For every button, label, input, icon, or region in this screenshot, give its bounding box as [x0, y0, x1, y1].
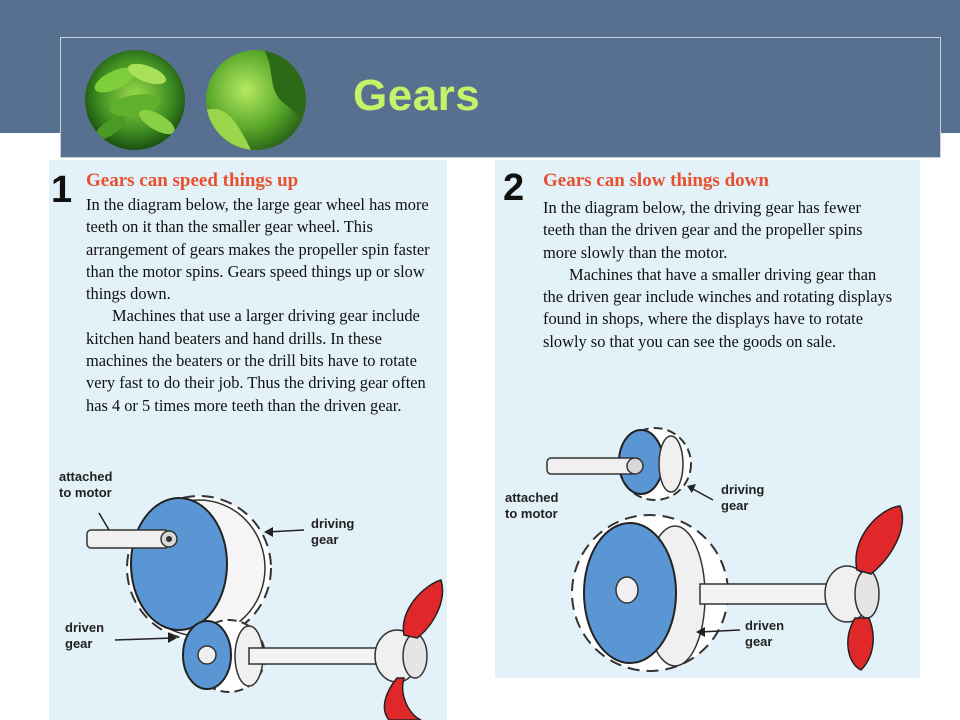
green-leaf-photo-icon [85, 50, 185, 150]
panel-heading: Gears can speed things up [86, 170, 299, 191]
driving-gear-label: driving [721, 482, 764, 497]
motor-shaft [86, 529, 178, 549]
driven-gear-label: gear [65, 636, 92, 651]
arrowhead [264, 527, 273, 537]
arrowhead [168, 633, 177, 643]
driven-gear-label: driven [745, 618, 784, 633]
motor-label: attached [59, 469, 113, 484]
driving-gear-label: gear [721, 498, 748, 513]
driving-gear-label: gear [311, 532, 338, 547]
driving-arrow [266, 529, 305, 533]
propeller [847, 505, 904, 671]
paragraph: Machines that have a smaller driving gea… [543, 264, 893, 351]
green-leaf-closeup-icon [206, 50, 306, 150]
propeller [383, 579, 444, 720]
driven-gear-label: driven [65, 620, 104, 635]
slow-down-gear-diagram: attached to motor driving gear driven ge… [505, 427, 904, 672]
speed-up-gear-diagram: attached to motor driving gear driven ge… [59, 469, 444, 720]
panel-speed-up: 1 Gears can speed things up In the diagr… [49, 160, 447, 720]
panel-heading: Gears can slow things down [543, 170, 769, 191]
driving-gear-label: driving [311, 516, 354, 531]
propeller-shaft [248, 629, 428, 683]
slide-title: Gears [353, 71, 481, 120]
motor-label: to motor [59, 485, 112, 500]
driving-gear [126, 495, 272, 641]
motor-arrow [98, 512, 110, 531]
driven-arrow [114, 637, 174, 641]
panel-slow-down: 2 Gears can slow things down In the diag… [495, 160, 920, 678]
panel-body: In the diagram below, the large gear whe… [86, 194, 436, 417]
driven-gear-label: gear [745, 634, 772, 649]
driven-gear [571, 514, 729, 672]
step-number: 2 [503, 167, 525, 209]
driven-arrow [699, 629, 741, 633]
paragraph: Machines that use a larger driving gear … [86, 306, 426, 415]
propeller-shaft [699, 565, 880, 623]
motor-label: to motor [505, 506, 558, 521]
motor-shaft [546, 457, 644, 475]
panel-body: In the diagram below, the driving gear h… [543, 197, 893, 353]
step-number: 1 [51, 169, 73, 211]
paragraph: In the diagram below, the driving gear h… [543, 198, 863, 262]
driving-arrow [690, 487, 714, 501]
arrowhead [696, 627, 705, 637]
title-box: Gears [60, 37, 941, 158]
paragraph: In the diagram below, the large gear whe… [86, 195, 430, 304]
arrowhead [687, 484, 696, 493]
motor-label: attached [505, 490, 559, 505]
